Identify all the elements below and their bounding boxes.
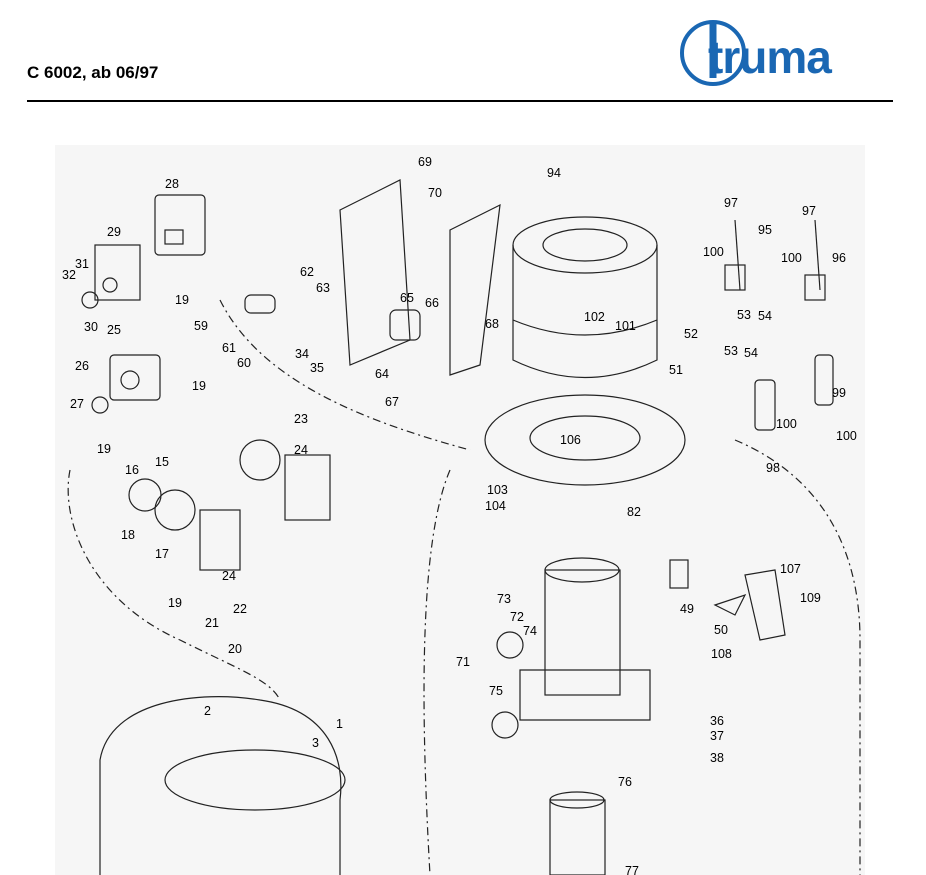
part-number-label: 27 — [70, 397, 84, 411]
part-number-label: 28 — [165, 177, 179, 191]
part-number-label: 76 — [618, 775, 632, 789]
part-number-label: 71 — [456, 655, 470, 669]
part-number-label: 20 — [228, 642, 242, 656]
part-number-label: 100 — [836, 429, 857, 443]
part-number-label: 69 — [418, 155, 432, 169]
part-number-label: 75 — [489, 684, 503, 698]
part-number-label: 19 — [192, 379, 206, 393]
exploded-parts-diagram — [55, 145, 865, 875]
part-number-label: 53 — [737, 308, 751, 322]
part-number-label: 60 — [237, 356, 251, 370]
part-number-label: 67 — [385, 395, 399, 409]
part-number-label: 82 — [627, 505, 641, 519]
part-number-label: 19 — [175, 293, 189, 307]
part-number-label: 109 — [800, 591, 821, 605]
part-number-label: 15 — [155, 455, 169, 469]
part-number-label: 18 — [121, 528, 135, 542]
part-number-label: 3 — [312, 736, 319, 750]
part-number-label: 24 — [294, 443, 308, 457]
part-number-label: 59 — [194, 319, 208, 333]
part-number-label: 25 — [107, 323, 121, 337]
part-number-label: 32 — [62, 268, 76, 282]
part-number-label: 102 — [584, 310, 605, 324]
part-number-label: 64 — [375, 367, 389, 381]
part-number-label: 21 — [205, 616, 219, 630]
part-number-label: 34 — [295, 347, 309, 361]
part-number-label: 68 — [485, 317, 499, 331]
part-number-label: 100 — [703, 245, 724, 259]
part-number-label: 24 — [222, 569, 236, 583]
part-number-label: 19 — [97, 442, 111, 456]
part-number-label: 23 — [294, 412, 308, 426]
part-number-label: 100 — [776, 417, 797, 431]
part-number-label: 103 — [487, 483, 508, 497]
part-number-label: 29 — [107, 225, 121, 239]
part-number-label: 63 — [316, 281, 330, 295]
part-number-label: 22 — [233, 602, 247, 616]
part-number-label: 54 — [758, 309, 772, 323]
part-number-label: 95 — [758, 223, 772, 237]
part-number-label: 36 — [710, 714, 724, 728]
part-number-label: 66 — [425, 296, 439, 310]
part-number-label: 49 — [680, 602, 694, 616]
part-number-label: 77 — [625, 864, 639, 875]
part-number-label: 104 — [485, 499, 506, 513]
part-number-label: 108 — [711, 647, 732, 661]
part-number-label: 1 — [336, 717, 343, 731]
part-number-label: 17 — [155, 547, 169, 561]
part-number-label: 50 — [714, 623, 728, 637]
truma-logo — [675, 18, 895, 88]
part-number-label: 31 — [75, 257, 89, 271]
part-number-label: 19 — [168, 596, 182, 610]
part-number-label: 52 — [684, 327, 698, 341]
part-number-label: 96 — [832, 251, 846, 265]
part-number-label: 94 — [547, 166, 561, 180]
part-number-label: 51 — [669, 363, 683, 377]
part-number-label: 101 — [615, 319, 636, 333]
part-number-label: 99 — [832, 386, 846, 400]
part-number-label: 74 — [523, 624, 537, 638]
part-number-label: 100 — [781, 251, 802, 265]
part-number-label: 53 — [724, 344, 738, 358]
part-number-label: 16 — [125, 463, 139, 477]
logo-ring-icon — [680, 20, 746, 86]
part-number-label: 54 — [744, 346, 758, 360]
logo-wordmark: truma — [708, 31, 832, 83]
part-number-label: 97 — [724, 196, 738, 210]
header-divider — [27, 100, 893, 102]
part-number-label: 70 — [428, 186, 442, 200]
page-title: C 6002, ab 06/97 — [27, 63, 159, 82]
part-number-label: 97 — [802, 204, 816, 218]
part-number-label: 106 — [560, 433, 581, 447]
part-number-label: 37 — [710, 729, 724, 743]
part-number-label: 73 — [497, 592, 511, 606]
part-number-label: 107 — [780, 562, 801, 576]
part-number-label: 61 — [222, 341, 236, 355]
part-number-label: 72 — [510, 610, 524, 624]
part-number-label: 30 — [84, 320, 98, 334]
part-number-label: 26 — [75, 359, 89, 373]
part-number-label: 38 — [710, 751, 724, 765]
part-number-label: 65 — [400, 291, 414, 305]
part-number-label: 2 — [204, 704, 211, 718]
part-number-label: 35 — [310, 361, 324, 375]
part-number-label: 98 — [766, 461, 780, 475]
part-number-label: 62 — [300, 265, 314, 279]
